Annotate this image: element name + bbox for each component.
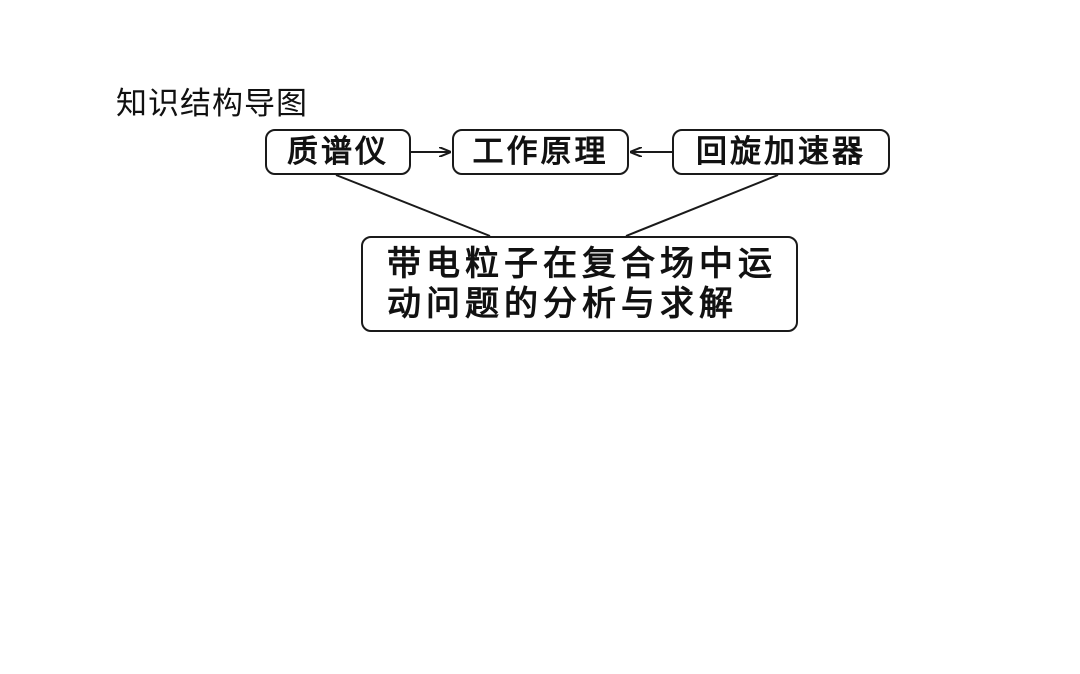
node-summary-line-2: 动问题的分析与求解 [387, 284, 738, 324]
node-cyclotron: 回旋加速器 [672, 129, 890, 175]
page-title: 知识结构导图 [116, 86, 308, 122]
node-working-principle: 工作原理 [452, 129, 629, 175]
line-mass-spectrometer-to-summary [335, 174, 491, 237]
node-summary: 带电粒子在复合场中运 动问题的分析与求解 [361, 236, 798, 332]
line-cyclotron-to-summary [625, 174, 779, 237]
node-mass-spectrometer: 质谱仪 [265, 129, 411, 175]
node-summary-line-1: 带电粒子在复合场中运 [387, 244, 777, 284]
